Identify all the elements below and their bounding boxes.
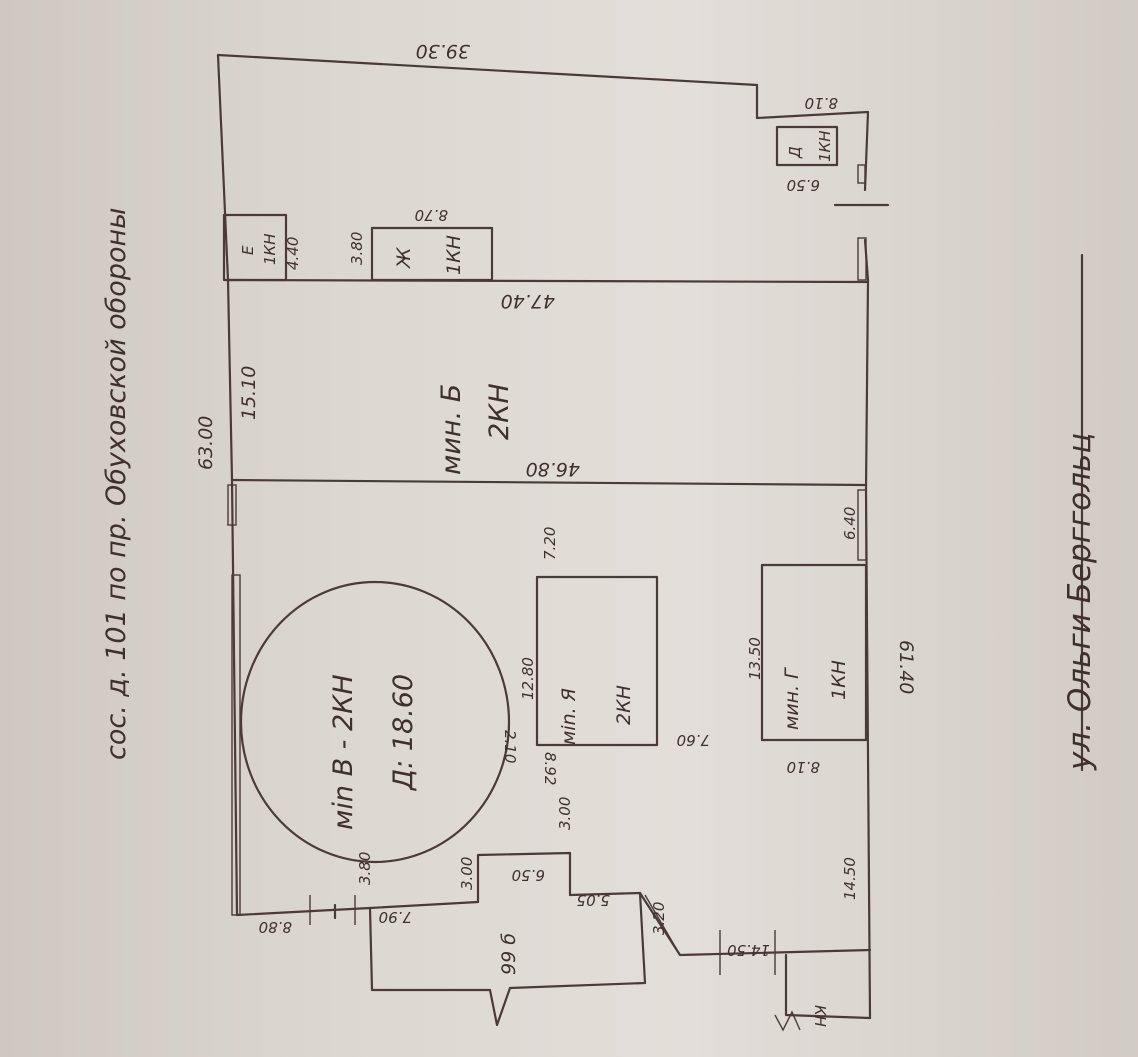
dim-st-c: 5.05 xyxy=(577,891,610,909)
dim-top-wall: 39.30 xyxy=(416,40,470,62)
caption: сос. д. 101 по пр. Обуховской обороны xyxy=(101,208,132,760)
dim-zh-a: 8.70 xyxy=(415,206,448,224)
dim-div-upper: 47.40 xyxy=(501,290,555,312)
stair-block xyxy=(368,851,872,1027)
dim-g-c: 8.10 xyxy=(787,758,820,776)
room-b-count: 2КН xyxy=(484,383,515,440)
room-zh-outline xyxy=(370,226,494,282)
dim-st-f: 8.80 xyxy=(259,918,292,936)
dim-ya-d: 8.92 xyxy=(541,752,559,785)
dim-g-a: 6.40 xyxy=(841,507,859,540)
kiosk-outline xyxy=(774,953,872,1032)
dim-d-a: 8.10 xyxy=(805,94,838,112)
dim-st-a: 3.00 xyxy=(458,857,476,890)
kiosk-count: КН xyxy=(811,1005,829,1027)
dim-ya-a: 7.20 xyxy=(541,527,559,560)
room-v-label: мin В - 2КН xyxy=(328,674,359,830)
dim-st-e: 3.20 xyxy=(650,902,668,935)
room-ya-count: 2КН xyxy=(613,685,635,725)
dim-ya-b: 12.80 xyxy=(519,657,537,700)
street-name: ул. Ольги Берггольц xyxy=(1062,433,1098,771)
room-d-outline xyxy=(775,125,866,184)
stair-label: 99 б xyxy=(498,933,520,975)
dim-right-mid: 61.40 xyxy=(895,640,917,694)
room-v-dia: Д: 18.60 xyxy=(388,674,419,791)
room-d-count: 1КН xyxy=(816,131,834,162)
room-zh-count: 1КН xyxy=(443,235,465,275)
room-b-label: мин. Б xyxy=(436,384,467,475)
dim-st-g: 14.50 xyxy=(727,941,770,959)
room-g-label: мин. Г xyxy=(781,667,803,730)
room-d-letter: Д xyxy=(786,146,804,159)
dim-d-b: 6.50 xyxy=(787,176,820,194)
dim-st-b: 6.50 xyxy=(512,866,545,884)
dim-ya-c: 2.10 xyxy=(501,730,519,763)
dim-div-lower: 46.80 xyxy=(526,458,580,480)
room-zh-letter: Ж xyxy=(393,246,415,269)
dim-low-c: 14.50 xyxy=(841,857,859,900)
dim-st-d: 7.90 xyxy=(379,908,412,926)
room-e-letter: Е xyxy=(239,245,257,255)
room-ya-label: мin. Я xyxy=(558,688,580,745)
door-marks xyxy=(227,203,890,920)
dimension-ticks xyxy=(309,895,776,975)
room-v-circle xyxy=(239,580,511,864)
room-e-count: 1КН xyxy=(261,234,279,265)
dim-b-side: 15.10 xyxy=(238,366,260,420)
dim-zh-b: 3.80 xyxy=(348,232,366,265)
dim-gap: 7.60 xyxy=(677,731,710,749)
dim-low-a: 3.00 xyxy=(556,797,574,830)
room-g-outline xyxy=(760,563,868,742)
room-ya-outline xyxy=(535,575,659,747)
dim-g-b: 13.50 xyxy=(746,637,764,680)
dim-low-b: 3.80 xyxy=(356,852,374,885)
dim-left-mid: 63.00 xyxy=(195,416,217,470)
room-g-count: 1КН xyxy=(828,660,850,700)
dim-e-room: 4.40 xyxy=(284,237,302,270)
room-e-outline xyxy=(222,213,288,282)
